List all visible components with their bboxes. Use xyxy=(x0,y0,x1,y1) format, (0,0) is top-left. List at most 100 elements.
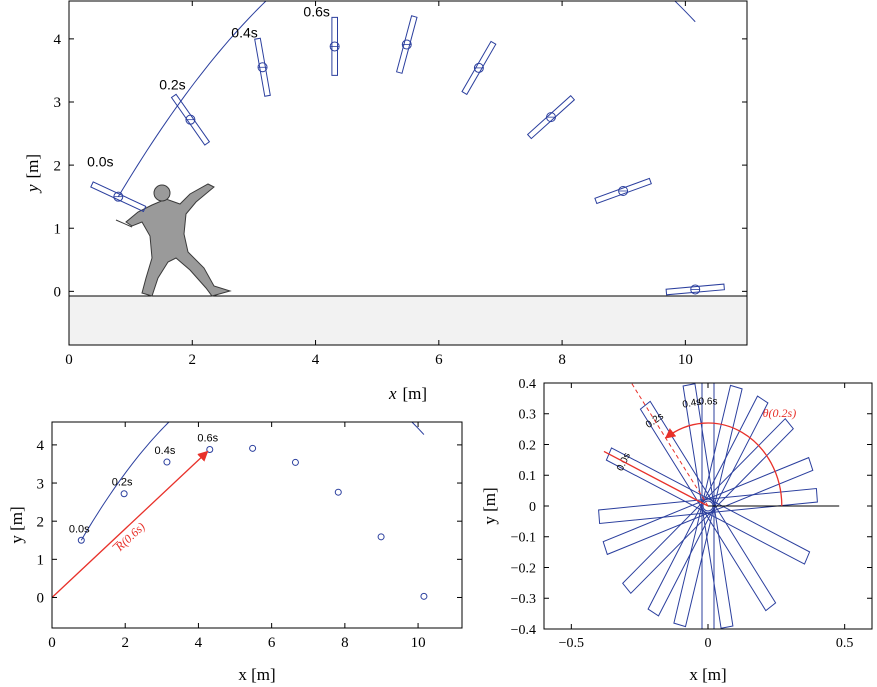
br-xlabel: x [m] xyxy=(689,665,726,684)
br-rod-4 xyxy=(673,384,743,628)
thrower-figure-icon xyxy=(115,183,232,297)
y-tick-label: 0 xyxy=(37,591,45,607)
bl-point-label-1: 0.2s xyxy=(112,477,133,489)
y-tick-label: 0.4 xyxy=(519,377,537,392)
bl-point-label-0: 0.0s xyxy=(69,523,90,535)
x-tick-label: −0.5 xyxy=(559,636,584,651)
br-rod-8 xyxy=(598,487,818,525)
br-rod-0 xyxy=(605,447,811,565)
top-axes-frame xyxy=(68,0,748,346)
top-ylabel: y[m] xyxy=(23,154,42,194)
x-tick-label: 10 xyxy=(411,635,426,651)
bl-point-5 xyxy=(291,458,299,466)
bl-ylabel: y [m] xyxy=(7,506,26,543)
x-tick-label: 0 xyxy=(705,636,712,651)
br-rod-3 xyxy=(701,383,715,629)
javelin-snapshot-8 xyxy=(665,283,725,296)
y-tick-label: 2 xyxy=(54,158,62,174)
x-tick-label: 4 xyxy=(195,635,203,651)
bl-point-0 xyxy=(77,536,85,544)
javelin-snapshot-2 xyxy=(254,37,271,97)
y-tick-label: 1 xyxy=(37,553,45,569)
top-snapshots: 0.0s 0.2s 0.4s 0.6s xyxy=(87,3,725,296)
y-tick-label: 3 xyxy=(37,476,45,492)
bl-point-label-3: 0.6s xyxy=(197,432,218,444)
br-rod-label-3: 0.6s xyxy=(699,397,718,408)
bl-point-2 xyxy=(163,458,171,466)
br-rod-label-2: 0.4s xyxy=(682,397,703,411)
bl-ticks: 0 2 4 6 8 10 0 1 2 3 4 xyxy=(37,422,462,651)
br-rod-1 xyxy=(639,400,777,612)
bl-point-4 xyxy=(249,444,257,452)
br-theta-dashed-line xyxy=(630,383,709,507)
javelin-snapshot-5 xyxy=(461,40,497,96)
x-tick-label: 8 xyxy=(341,635,349,651)
javelin-snapshot-7 xyxy=(594,177,652,205)
y-tick-label: 0.2 xyxy=(519,438,537,453)
y-tick-label: 0.1 xyxy=(519,469,537,484)
y-tick-label: 2 xyxy=(37,514,45,530)
y-tick-label: −0.1 xyxy=(511,531,536,546)
br-annotations: θ(0.2s) xyxy=(603,383,840,507)
top-trajectory-curve xyxy=(117,1,696,197)
bl-point-3 xyxy=(206,445,214,453)
y-tick-label: 0 xyxy=(54,285,62,301)
bl-point-7 xyxy=(377,533,385,541)
br-rod-5 xyxy=(647,395,769,617)
bl-vector-overbar xyxy=(111,540,119,547)
bl-trajectory-curve xyxy=(80,422,425,541)
javelin-snapshot-4 xyxy=(395,15,418,74)
x-tick-label: 0 xyxy=(65,352,73,368)
br-rods: 0.0s0.2s0.4s0.6s xyxy=(598,383,818,629)
br-ticks: −0.5 0 0.5 −0.4 −0.3 −0.2 −0.1 0 0.1 0.2 0.3 0.4 xyxy=(511,377,872,651)
y-tick-label: −0.3 xyxy=(511,592,536,607)
y-tick-label: −0.4 xyxy=(511,623,536,638)
x-tick-label: 10 xyxy=(678,352,693,368)
snapshot-label-0: 0.0s xyxy=(87,154,113,170)
y-tick-label: −0.2 xyxy=(511,561,536,576)
y-tick-label: 4 xyxy=(54,32,62,48)
y-tick-label: 3 xyxy=(54,95,62,111)
javelin-snapshot-1 xyxy=(170,93,211,146)
top-panel: 0.0s 0.2s 0.4s 0.6s 0 2 4 6 8 10 0 1 2 3 4 x[m] y[m] xyxy=(23,0,748,403)
br-theta-arc xyxy=(664,422,783,507)
br-direction-line xyxy=(603,450,709,507)
br-rod-7 xyxy=(602,456,814,556)
top-ground-fill xyxy=(69,296,747,345)
br-rod-6 xyxy=(622,417,794,595)
bl-axes-frame xyxy=(51,421,463,629)
x-tick-label: 2 xyxy=(189,352,197,368)
br-rod-2 xyxy=(682,383,734,629)
x-tick-label: 6 xyxy=(268,635,276,651)
y-tick-label: 0 xyxy=(529,500,536,515)
x-tick-label: 0.5 xyxy=(836,636,854,651)
snapshot-label-3: 0.6s xyxy=(303,3,329,19)
x-tick-label: 8 xyxy=(558,352,566,368)
bl-point-1 xyxy=(120,490,128,498)
bl-position-vector xyxy=(51,450,209,598)
bl-point-label-2: 0.4s xyxy=(155,445,176,457)
x-tick-label: 4 xyxy=(312,352,320,368)
x-tick-label: 0 xyxy=(48,635,56,651)
top-xlabel: x[m] xyxy=(388,384,427,403)
javelin-snapshot-0 xyxy=(90,181,147,213)
bl-point-6 xyxy=(334,488,342,496)
javelin-snapshot-3 xyxy=(331,16,338,76)
bottom-right-panel: 0.0s0.2s0.4s0.6s θ(0.2s) −0.500.5−0.4−0.… xyxy=(480,377,873,684)
br-theta-label: θ(0.2s) xyxy=(763,406,797,420)
snapshot-label-2: 0.4s xyxy=(231,24,257,40)
x-tick-label: 2 xyxy=(121,635,129,651)
snapshot-label-1: 0.2s xyxy=(159,77,185,93)
y-tick-label: 0.3 xyxy=(519,408,537,423)
y-tick-label: 4 xyxy=(37,438,45,454)
y-tick-label: 1 xyxy=(54,221,62,237)
bl-point-8 xyxy=(420,592,428,600)
bl-xlabel: x [m] xyxy=(238,665,275,684)
javelin-snapshot-6 xyxy=(526,94,576,140)
top-ticks: 0 2 4 6 8 10 0 1 2 3 4 xyxy=(54,1,747,368)
bl-points: 0.0s 0.2s 0.4s 0.6s xyxy=(69,432,428,600)
x-tick-label: 6 xyxy=(435,352,443,368)
br-ylabel: y [m] xyxy=(480,487,499,524)
